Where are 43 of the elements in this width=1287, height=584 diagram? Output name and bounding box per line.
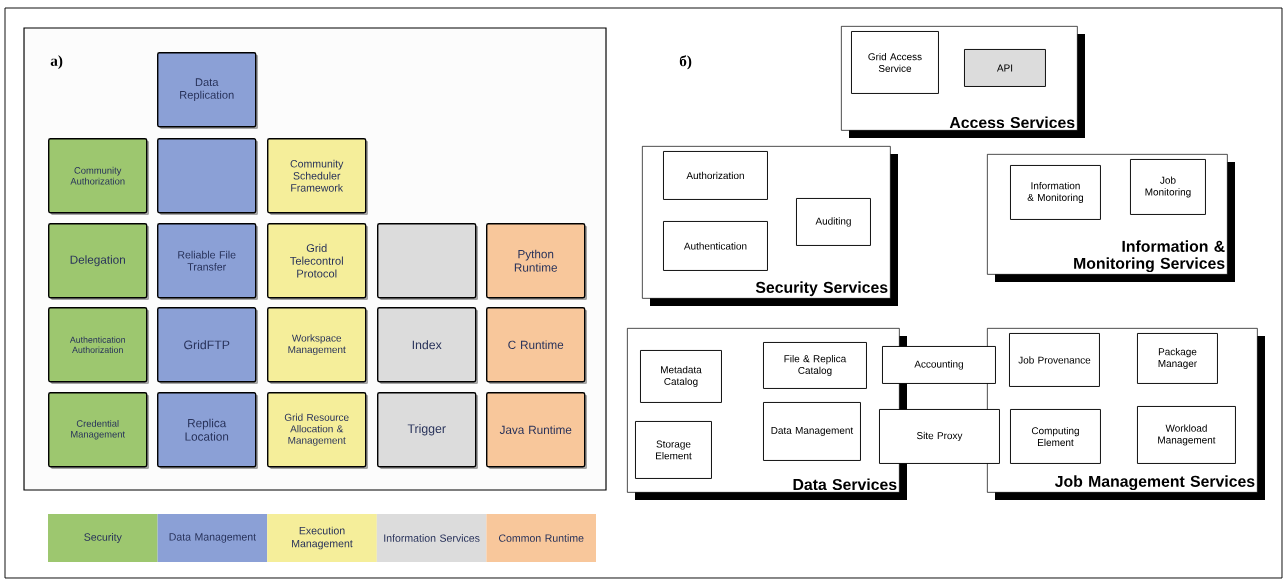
component-box: Replica Location bbox=[157, 392, 258, 469]
legend-entry: Information Services bbox=[376, 514, 487, 562]
component-box: Workspace Management bbox=[267, 307, 368, 384]
service-box: Accounting bbox=[882, 346, 996, 384]
legend-entry: Data Management bbox=[157, 514, 268, 562]
component-box: Community Authorization bbox=[48, 138, 149, 215]
service-box: Information & Monitoring bbox=[1010, 165, 1101, 220]
service-box: Job Provenance bbox=[1009, 333, 1100, 387]
service-box: Workload Management bbox=[1137, 406, 1236, 464]
component-box: Index bbox=[377, 307, 478, 384]
component-box: GridFTP bbox=[157, 307, 258, 384]
panel-label: б) bbox=[679, 55, 692, 70]
service-box: Metadata Catalog bbox=[640, 350, 722, 403]
component-box: Trigger bbox=[377, 392, 478, 469]
component-box: Reliable File Transfer bbox=[157, 223, 258, 300]
component-box: Grid Resource Allocation & Management bbox=[267, 392, 368, 469]
panel-label: а) bbox=[50, 55, 63, 70]
legend-entry: Common Runtime bbox=[486, 514, 596, 562]
component-box: Data Replication bbox=[157, 52, 258, 129]
component-box bbox=[157, 138, 258, 215]
service-box: Authentication bbox=[663, 221, 768, 271]
component-box: Delegation bbox=[48, 223, 149, 300]
service-box: Auditing bbox=[796, 198, 871, 246]
component-box: Authentication Authorization bbox=[48, 307, 149, 384]
service-box: Site Proxy bbox=[879, 409, 1000, 464]
legend-entry: Execution Management bbox=[267, 514, 377, 562]
legend-entry: Security bbox=[48, 514, 158, 562]
service-box: Computing Element bbox=[1010, 409, 1101, 464]
component-box: C Runtime bbox=[486, 307, 587, 384]
service-box: API bbox=[964, 49, 1046, 87]
component-box: Grid Telecontrol Protocol bbox=[267, 223, 368, 300]
component-box: Community Scheduler Framework bbox=[267, 138, 368, 215]
service-box: Storage Element bbox=[635, 421, 712, 479]
service-box: Grid Access Service bbox=[851, 31, 939, 94]
service-box: File & Replica Catalog bbox=[763, 342, 867, 389]
service-box: Job Monitoring bbox=[1130, 159, 1206, 215]
component-box: Credential Management bbox=[48, 392, 149, 469]
service-box: Authorization bbox=[663, 151, 768, 200]
component-box bbox=[377, 223, 478, 300]
service-box: Data Management bbox=[763, 402, 861, 461]
component-box: Java Runtime bbox=[486, 392, 587, 469]
service-box: Package Manager bbox=[1137, 333, 1218, 384]
component-box: Python Runtime bbox=[486, 223, 587, 300]
